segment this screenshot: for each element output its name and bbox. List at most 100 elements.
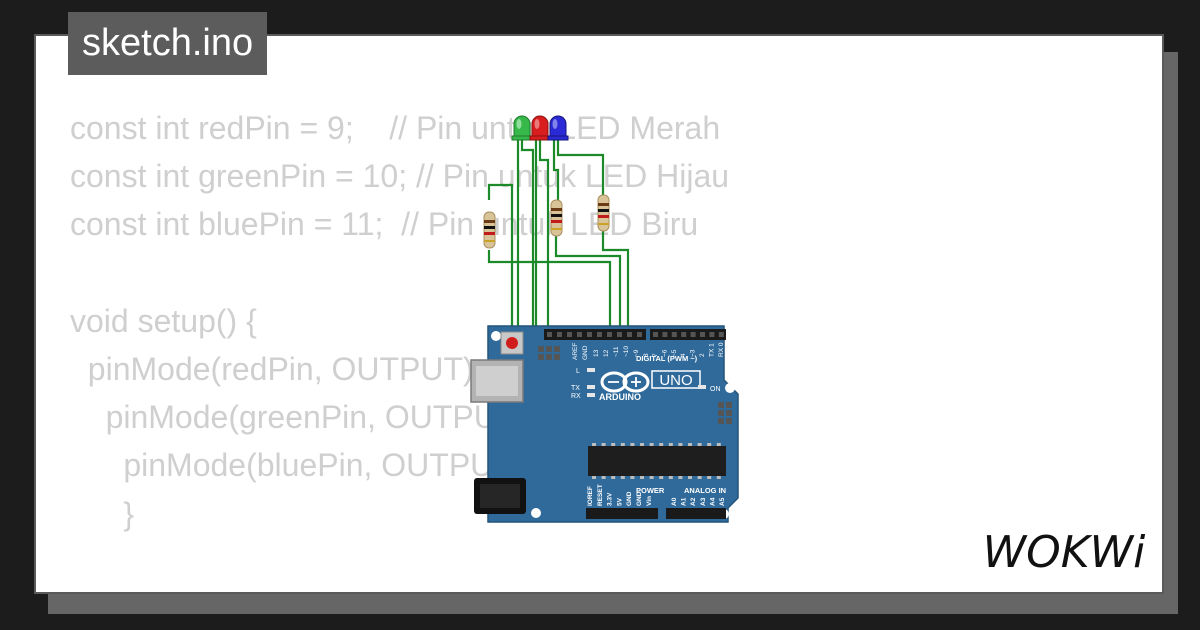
led-green[interactable]: [511, 115, 533, 141]
board-brand-label: ARDUINO: [599, 392, 641, 402]
chip-pin: [707, 443, 712, 446]
chip-pin: [620, 476, 625, 479]
chip-pin: [697, 476, 702, 479]
header-pin: [709, 332, 715, 337]
resistor[interactable]: [483, 211, 496, 249]
chip-pin: [601, 443, 606, 446]
digital-pin-label: ~11: [613, 346, 620, 357]
digital-pin-label: TX 1: [708, 343, 715, 357]
power-pin-label: Vin: [646, 496, 653, 506]
led-blue[interactable]: [547, 115, 569, 141]
chip-pin: [630, 443, 635, 446]
chip-pin: [678, 476, 683, 479]
code-editor: const int redPin = 9; // Pin untuk LED M…: [70, 104, 730, 593]
chip-pin: [688, 443, 692, 446]
power-pin-label: GND: [636, 491, 643, 506]
chip-pin: [620, 443, 625, 446]
code-line: const int greenPin = 10; // Pin untuk LE…: [70, 158, 730, 195]
chip-pin: [697, 443, 702, 446]
wokwi-logo: WOKWi: [983, 527, 1146, 578]
chip-pin: [716, 476, 721, 479]
chip-pin: [668, 476, 673, 479]
digital-pin-label: ~3: [690, 349, 697, 357]
wire: [601, 230, 630, 335]
code-line: pinMode(greenPin, OUTPUT);: [70, 399, 536, 436]
wire: [538, 140, 550, 335]
header-pin: [671, 332, 677, 337]
code-line: void setup() {: [70, 302, 257, 339]
analog-pin-label: A1: [681, 497, 688, 506]
aref-label: AREF: [572, 343, 579, 360]
digital-pin-label: ~6: [661, 349, 668, 357]
chip-pin: [659, 476, 664, 479]
header-pin: [681, 332, 687, 337]
chip-pin: [688, 476, 692, 479]
digital-pin-label: ~10: [623, 346, 630, 357]
digital-pin-label: RX 0: [718, 342, 725, 357]
resistor[interactable]: [597, 194, 610, 232]
digital-pin-label: 12: [603, 349, 610, 357]
led-red[interactable]: [529, 115, 551, 141]
power-pin-label: RESET: [597, 484, 604, 506]
header-pin: [637, 332, 642, 337]
header-pin: [587, 332, 592, 337]
analog-pin-label: A2: [690, 497, 697, 506]
arduino-uno-board[interactable]: UNO ARDUINO DIGITAL (PWM ~) POWER ANALOG…: [470, 325, 739, 523]
power-label: POWER: [636, 486, 665, 495]
analog-pin-label: A3: [700, 497, 707, 506]
wires: [487, 140, 630, 338]
analog-pin-label: A5: [719, 497, 726, 506]
board-model-label: UNO: [659, 372, 692, 389]
code-line: pinMode(redPin, OUTPUT);: [70, 350, 483, 387]
wire: [520, 140, 535, 335]
l-label: L: [576, 368, 580, 375]
header-pin: [607, 332, 612, 337]
power-pin-label: 5V: [616, 497, 623, 506]
wire: [556, 140, 605, 195]
chip-pin: [592, 476, 596, 479]
chip-pin: [716, 443, 721, 446]
wire: [487, 183, 514, 330]
header-pin: [662, 332, 668, 337]
chip-pin: [649, 476, 654, 479]
header-pin: [617, 332, 622, 337]
chip-pin: [592, 443, 596, 446]
code-line: const int redPin = 9; // Pin untuk LED M…: [70, 110, 721, 146]
digital-pin-label: 4: [680, 353, 687, 357]
digital-pin-label: 13: [593, 349, 600, 357]
file-tab[interactable]: sketch.ino: [68, 12, 268, 75]
header-pin: [700, 332, 705, 337]
rx-label: RX: [571, 393, 581, 400]
chip-pin: [601, 476, 606, 479]
arduino-logo-icon: [600, 371, 650, 393]
wokwi-logo-text: WOKWi: [983, 527, 1146, 578]
wire: [487, 250, 612, 335]
header-pin: [547, 332, 552, 337]
digital-pin-label: ~5: [671, 349, 678, 357]
wire: [552, 140, 560, 200]
chip-pin: [611, 476, 616, 479]
chip-pin: [707, 476, 712, 479]
chip-pin: [678, 443, 683, 446]
header-pin: [718, 332, 724, 337]
power-pin-label: 3.3V: [607, 492, 614, 506]
header-pin: [597, 332, 602, 337]
chip-pin: [630, 476, 635, 479]
digital-pin-label: ~9: [633, 349, 640, 357]
chip-pin: [668, 443, 673, 446]
chip-pin: [611, 443, 616, 446]
header-pin: [627, 332, 632, 337]
gnd-label: GND: [582, 345, 589, 360]
code-line: void loop() {: [70, 586, 729, 593]
header-pin: [557, 332, 562, 337]
tx-label: TX: [571, 385, 580, 392]
resistor[interactable]: [550, 199, 563, 237]
header-pin: [653, 332, 658, 337]
digital-pin-label: 2: [699, 353, 706, 357]
analog-pin-label: A0: [671, 497, 678, 506]
digital-label: DIGITAL (PWM ~): [636, 354, 698, 363]
wire: [554, 235, 622, 335]
preview-card: const int redPin = 9; // Pin untuk LED M…: [34, 34, 1164, 594]
on-label: ON: [710, 386, 721, 393]
